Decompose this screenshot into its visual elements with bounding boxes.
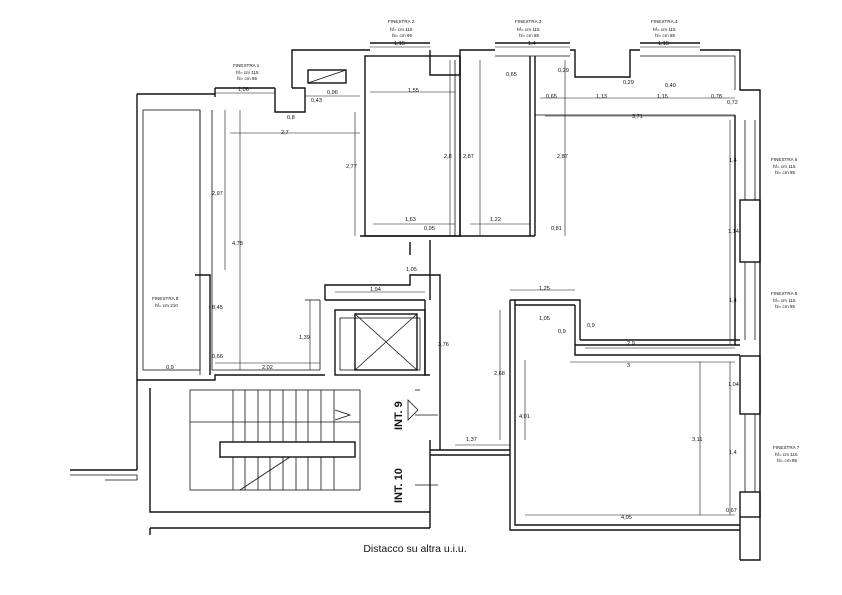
window-label: FINESTRA 4 hf= cm 115 hl= cm 95 [651, 19, 678, 38]
window-name: FINESTRA 5 [771, 157, 798, 162]
dim-label: 1,04 [728, 382, 739, 388]
window-label: FINESTRA 3 hf= cm 115 hl= cm 95 [515, 19, 542, 38]
dim-label: 1,55 [408, 88, 419, 94]
window-labels: FINESTRA 1 hf= cm 115 hl= cm 95 FINESTRA… [152, 19, 800, 463]
window-sill: hl= cm 95 [519, 33, 539, 38]
dim-label: 1,15 [658, 41, 669, 47]
window-label: FINESTRA 5 hf= cm 115 hl= cm 95 [771, 157, 798, 175]
dim-label: 1,14 [728, 229, 739, 235]
dim-label: 3,76 [438, 342, 449, 348]
dim-label: 0,65 [506, 72, 517, 78]
dim-label: 1,94 [370, 287, 381, 293]
outer-walls [70, 42, 761, 561]
window-sill: hl= cm 95 [775, 170, 795, 175]
window-name: FINESTRA 3 [515, 19, 542, 24]
dim-label: 0,43 [311, 98, 322, 104]
dim-label: 1,05 [406, 267, 417, 273]
window-height: hf= cm 115 [653, 27, 676, 32]
dim-label: 2,7 [281, 130, 289, 136]
window-label: FINESTRA 8 hf= cm 210 [152, 296, 179, 308]
dim-label: 1,05 [539, 316, 550, 322]
window-label: FINESTRA 7 hf= cm 115 hl= cm 95 [773, 445, 800, 463]
window-label: FINESTRA 6 hf= cm 115 hl= cm 95 [771, 291, 798, 309]
dim-label: 0,9 [166, 365, 174, 371]
unit-labels: INT. 9 INT. 10 [393, 399, 419, 503]
window-name: FINESTRA 6 [771, 291, 798, 296]
dim-label: 0,8 [287, 115, 295, 121]
dim-label: 4,05 [621, 515, 632, 521]
dim-label: 0,95 [424, 226, 435, 232]
dim-label: 2,02 [262, 365, 273, 371]
dim-label: 2,77 [346, 164, 357, 170]
dim-label: 1,37 [466, 437, 477, 443]
dim-label: 1,4 [729, 298, 737, 304]
caption: Distacco su altra u.i.u. [363, 543, 467, 555]
window-height: hf= cm 210 [155, 303, 178, 308]
dim-label: 3 [627, 363, 630, 369]
window-sill: hl= cm 95 [237, 76, 257, 81]
window-sill: hl= cm 95 [655, 33, 675, 38]
dim-label: 4,01 [519, 414, 530, 420]
unit-label-int-10: INT. 10 [393, 468, 405, 503]
window-height: hf= cm 115 [773, 164, 796, 169]
dim-label: 0,9 [587, 323, 595, 329]
window-sill: hl= cm 95 [777, 458, 797, 463]
dim-label: 1,4 [729, 450, 737, 456]
dim-label: 1,15 [394, 41, 405, 47]
dim-label: 2,9 [627, 341, 635, 347]
dim-label: 2,8 [444, 154, 452, 160]
window-label: FINESTRA 1 hf= cm 115 hl= cm 95 [233, 63, 260, 81]
window-sill: hl= cm 95 [775, 304, 795, 309]
window-sill: hl= cm 95 [392, 33, 412, 38]
window-name: FINESTRA 8 [152, 296, 179, 301]
window-name: FINESTRA 7 [773, 445, 800, 450]
dim-label: 1,13 [596, 94, 607, 100]
dim-label: 0,72 [727, 100, 738, 106]
window-height: hf= cm 115 [390, 27, 413, 32]
dim-label: 0,40 [665, 83, 676, 89]
dim-label: 2,68 [494, 371, 505, 377]
dim-label: 2,87 [557, 154, 568, 160]
dim-label: 0,67 [726, 508, 737, 514]
dim-label: 2,87 [463, 154, 474, 160]
dimension-labels: 1,15 1,4 1,15 1,06 0,96 0,8 0,43 2,7 1,5… [166, 41, 739, 521]
dim-label: 1,4 [729, 158, 737, 164]
dimension-lines [215, 46, 735, 516]
window-name: FINESTRA 4 [651, 19, 678, 24]
dim-label: 0,65 [546, 94, 557, 100]
window-height: hf= cm 115 [236, 70, 259, 75]
dim-label: 3,71 [632, 114, 643, 120]
dim-label: 1,15 [657, 94, 668, 100]
dim-label: 0,29 [558, 68, 569, 74]
dim-label: 1,63 [405, 217, 416, 223]
interior-walls [142, 55, 736, 491]
dim-label: 0,96 [327, 90, 338, 96]
dim-label: 1,39 [299, 335, 310, 341]
dim-label: 1,22 [490, 217, 501, 223]
arrow-right-icon [407, 399, 419, 421]
dim-label: 2,97 [212, 191, 223, 197]
window-label: FINESTRA 2 hf= cm 115 hl= cm 95 [388, 19, 415, 38]
window-height: hf= cm 115 [773, 298, 796, 303]
dim-label: 0,9 [558, 329, 566, 335]
dim-label: 0,29 [623, 80, 634, 86]
window-name: FINESTRA 1 [233, 63, 260, 68]
window-height: hf= cm 115 [775, 452, 798, 457]
window-height: hf= cm 115 [517, 27, 540, 32]
dim-label: 0,66 [212, 354, 223, 360]
dim-label: 8,45 [212, 305, 223, 311]
dim-label: 1,4 [528, 41, 536, 47]
dim-label: 1,06 [238, 87, 249, 93]
unit-label-int-9: INT. 9 [393, 401, 405, 430]
dim-label: 0,78 [711, 94, 722, 100]
window-name: FINESTRA 2 [388, 19, 415, 24]
dim-label: 4,78 [232, 241, 243, 247]
dim-label: 1,25 [539, 286, 550, 292]
dim-label: 0,81 [551, 226, 562, 232]
dim-label: 3,11 [692, 437, 702, 443]
